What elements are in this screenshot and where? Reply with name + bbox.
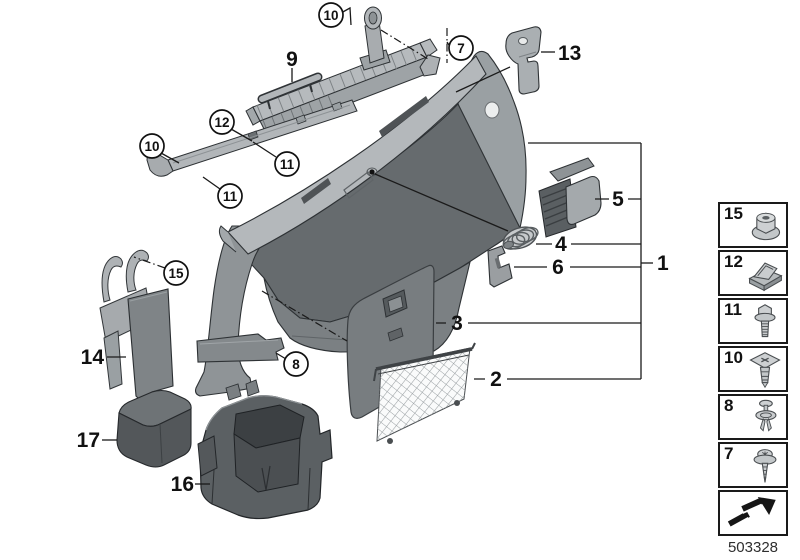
screw-washer-icon [753,449,777,483]
callout-10-left[interactable]: 10 [139,133,165,159]
diagram-code: 503328 [727,539,779,556]
clip-nut-icon [748,262,783,292]
part-14-bracket [99,249,174,401]
part-5-module [538,157,602,238]
callout-12[interactable]: 12 [209,109,235,135]
svg-text:7: 7 [457,41,465,56]
svg-text:15: 15 [168,266,184,281]
callout-11-right[interactable]: 11 [274,151,300,177]
legend-item-number: 10 [724,348,743,367]
legend-item-number: 8 [724,396,734,415]
legend-item-12[interactable]: 12 [718,250,788,296]
part-label-4[interactable]: 4 [555,233,567,256]
part-label-1[interactable]: 1 [657,252,669,275]
part-13-bracket [505,26,542,95]
flange-nut-icon [751,212,781,241]
blind-rivet-icon [755,399,777,432]
legend-item-number: 11 [724,300,742,319]
leader-lines [102,6,555,485]
legend-item-10[interactable]: 10 [718,346,788,392]
legend-item-number: 12 [724,252,743,271]
legend-item-7[interactable]: 7 [718,442,788,488]
svg-text:10: 10 [144,139,159,154]
svg-text:10: 10 [323,8,338,23]
part-6-bracket [487,245,513,288]
circled-callouts: 10 7 12 10 11 11 15 8 [139,2,474,377]
svg-text:11: 11 [223,189,238,204]
svg-text:8: 8 [292,357,300,372]
part-number-labels: 9 13 5 4 1 6 3 2 14 17 16 [77,42,669,496]
part-label-2[interactable]: 2 [490,368,502,391]
legend-next-page[interactable] [718,490,788,536]
part-1-trim-panel [194,50,527,401]
callout-15[interactable]: 15 [163,260,189,286]
svg-text:12: 12 [214,115,229,130]
legend-item-15[interactable]: 15 [718,202,788,248]
svg-text:11: 11 [280,157,295,172]
part-label-16[interactable]: 16 [171,473,194,496]
part-label-13[interactable]: 13 [558,42,581,65]
legend-item-number: 7 [724,444,734,463]
legend-item-11[interactable]: 11 [718,298,788,344]
callout-8[interactable]: 8 [283,351,309,377]
part-label-5[interactable]: 5 [612,188,624,211]
mounting-rail [146,99,358,177]
assembly-bracket [436,142,653,380]
clip-flag [419,54,441,77]
page-arrow-icon [727,497,776,529]
part-4-spring [502,226,539,250]
hinge-bracket [359,6,391,71]
expansion-rivet-icon [749,352,781,389]
fastener-legend: 15 12 11 10 [718,202,788,538]
callout-10-top[interactable]: 10 [318,2,344,28]
part-label-3[interactable]: 3 [451,312,463,335]
hex-bolt-icon [754,304,776,338]
legend-item-number: 15 [724,204,743,223]
part-label-17[interactable]: 17 [77,429,100,452]
part-label-14[interactable]: 14 [81,346,105,369]
part-label-9[interactable]: 9 [286,48,298,71]
part-2-luggage-net [373,342,476,444]
part-17-box [116,389,192,468]
legend-item-8[interactable]: 8 [718,394,788,440]
callout-11-left[interactable]: 11 [217,183,243,209]
part-16-tray [197,395,333,520]
part-label-6[interactable]: 6 [552,256,564,279]
callout-7[interactable]: 7 [448,35,474,61]
